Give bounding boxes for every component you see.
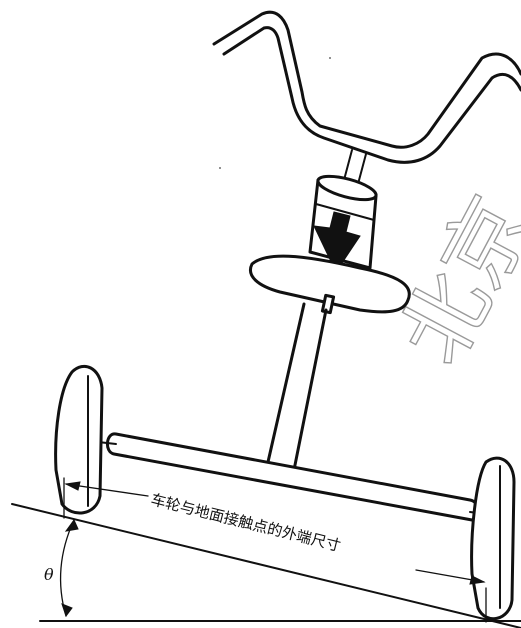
dimension-arrow-left (64, 481, 81, 491)
column-top-collar (316, 174, 378, 202)
seat (249, 254, 411, 314)
dimension-arrow-right (469, 575, 486, 585)
angle-arc (59, 519, 75, 617)
handlebar (212, 10, 521, 149)
watermark-text: 北京 (382, 181, 521, 380)
inclined-ground-line (11, 503, 521, 628)
angle-arrow-top (64, 519, 79, 532)
scan-dot (219, 167, 221, 169)
angle-label: θ (44, 565, 54, 584)
frame-post (266, 302, 328, 472)
down-arrow-icon (313, 211, 361, 274)
left-rear-wheel (54, 365, 104, 515)
column-band (315, 203, 375, 221)
steering-stem (343, 149, 367, 185)
angle-arrow-bottom (61, 603, 73, 618)
seat-clamp (320, 293, 336, 315)
handlebar-inner-edge (222, 26, 521, 164)
dimension-line-left (65, 483, 149, 497)
scan-dot (329, 57, 331, 59)
right-rear-wheel (470, 456, 516, 621)
